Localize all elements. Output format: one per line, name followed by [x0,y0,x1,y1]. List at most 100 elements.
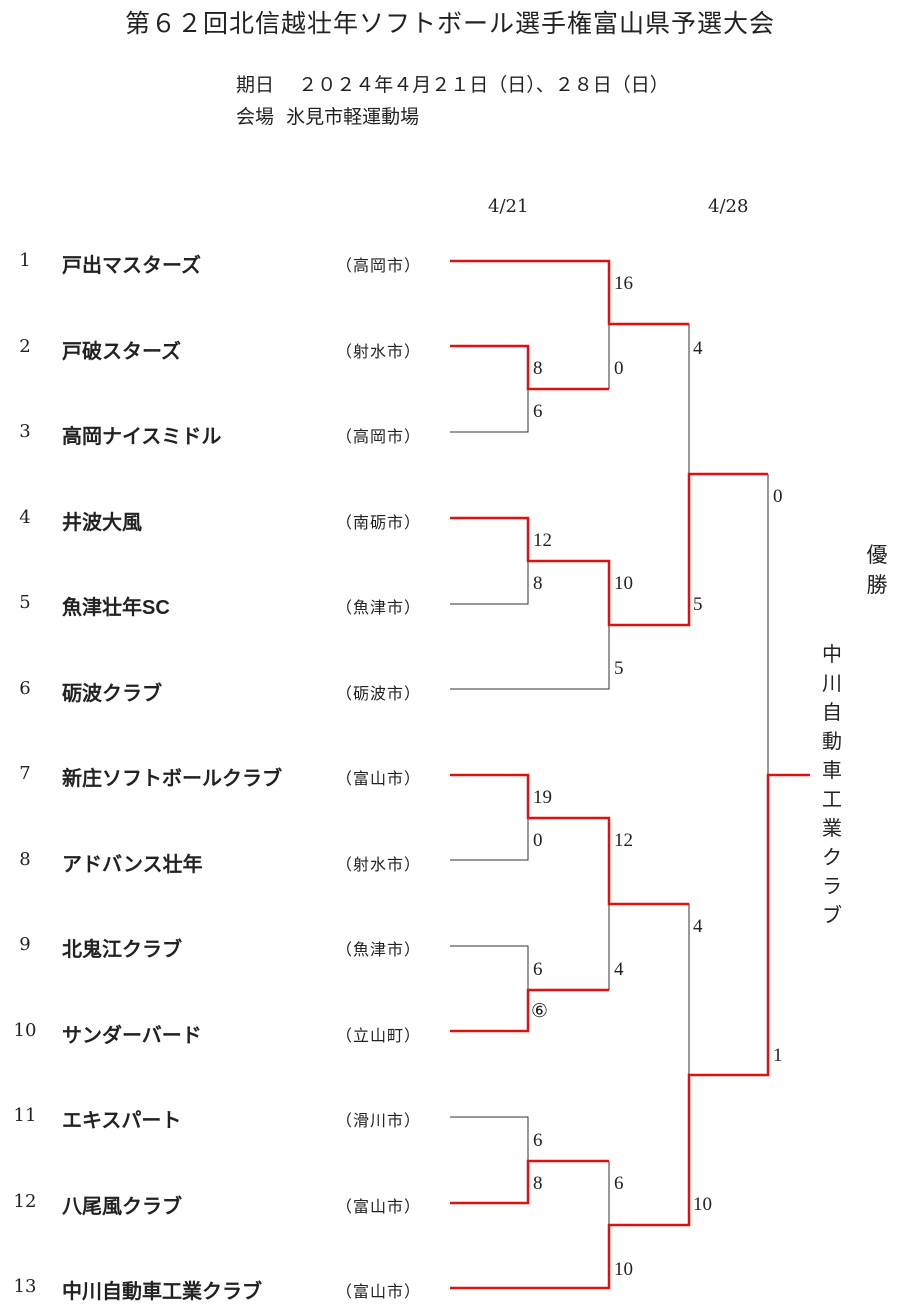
team-name: 戸破スターズ [62,341,181,363]
bracket-line [450,818,529,861]
bracket-line [450,561,529,605]
team-number: 6 [19,678,31,699]
venue-row: 会場 氷見市軽運動場 [236,102,419,129]
vertical-char: ブ [822,903,842,927]
score: 5 [693,594,703,615]
winner-path [450,344,609,391]
team-city: （射水市） [336,342,422,361]
team-name: 新庄ソフトボールクラブ [62,768,282,790]
score: 6 [533,1130,543,1151]
score: 0 [533,830,543,851]
score: 12 [533,530,552,551]
champion-team: 中川自動車工業クラブ [818,640,846,930]
score: ⑥ [531,1001,549,1022]
score: 4 [614,959,624,980]
team-name: エキスパート [62,1110,182,1132]
score: 8 [533,573,543,594]
team-name: 戸出マスターズ [62,255,201,277]
team-number: 1 [19,250,31,271]
round2-date: 4/28 [708,196,749,217]
bracket-line [450,625,610,690]
team-name: 八尾風クラブ [62,1196,182,1218]
team-city: （魚津市） [336,940,422,959]
score: 10 [614,1259,633,1280]
bracket-line [609,903,690,1075]
team-name: 井波大風 [62,512,142,534]
team-number: 12 [13,1191,37,1212]
team-name: 北鬼江クラブ [62,939,182,961]
score: 6 [533,959,543,980]
score: 0 [614,358,624,379]
round1-date: 4/21 [488,196,529,217]
score: 4 [693,916,703,937]
score: 16 [614,273,633,294]
team-name: 魚津壮年SC [62,597,170,619]
date-label: 期日 [236,74,275,96]
bracket-lines-winner [450,259,810,1290]
team-name: 砺波クラブ [62,683,162,705]
vertical-char: 勝 [866,573,888,597]
team-number: 13 [13,1276,37,1297]
team-number: 9 [19,934,31,955]
team-number: 11 [13,1105,37,1126]
bracket-line [450,389,529,433]
score: 1 [773,1045,783,1066]
score: 5 [614,658,624,679]
vertical-char: 車 [822,758,842,782]
winner-path [450,988,609,1033]
score: 12 [614,830,633,851]
team-city: （魚津市） [336,598,422,617]
venue-value: 氷見市軽運動場 [286,106,420,128]
winner-path [450,259,689,326]
team-city: （高岡市） [336,427,422,446]
team-number: 8 [19,849,31,870]
date-value: ２０２４年４月２１日（日）、２８日（日） [298,74,669,96]
bracket-line [609,323,690,474]
team-name: 高岡ナイスミドル [62,426,222,448]
bracket-line [450,1116,529,1161]
team-city: （富山市） [336,1197,422,1216]
score: 8 [533,358,543,379]
team-number: 5 [19,592,31,613]
date-row: 期日 ２０２４年４月２１日（日）、２８日（日） [236,70,669,97]
score: 19 [533,787,552,808]
vertical-char: ク [822,845,842,869]
score: 0 [773,486,783,507]
winner-path [450,1159,609,1205]
team-number: 3 [19,421,31,442]
score: 8 [533,1173,543,1194]
team-number: 10 [13,1020,37,1041]
vertical-char: 自 [822,700,842,724]
team-city: （富山市） [336,1282,422,1301]
team-city: （砺波市） [336,684,422,703]
vertical-char: 動 [822,729,842,753]
winner-path [450,472,768,627]
team-name: サンダーバード [62,1025,202,1047]
team-city: （立山町） [336,1026,422,1045]
team-city: （富山市） [336,769,422,788]
score: 10 [614,573,633,594]
vertical-char: 中 [822,642,842,666]
winner-path [450,773,810,1290]
page-title: 第６２回北信越壮年ソフトボール選手権富山県予選大会 [124,9,775,38]
team-number: 7 [19,763,31,784]
vertical-char: 優 [866,543,888,567]
team-name: 中川自動車工業クラブ [62,1281,262,1303]
vertical-char: 工 [822,787,842,811]
team-city: （高岡市） [336,256,422,275]
score: 10 [693,1194,712,1215]
score: 6 [533,401,543,422]
bracket-line [450,945,529,990]
vertical-char: 業 [822,816,842,840]
winner-path [450,773,689,906]
bracket-lines-loser [450,323,769,1225]
team-number: 4 [19,507,31,528]
vertical-char: 川 [822,671,842,695]
team-name: アドバンス壮年 [62,854,203,876]
vertical-char: ラ [822,874,842,898]
team-city: （南砺市） [336,513,422,532]
team-city: （滑川市） [336,1111,422,1130]
team-number: 2 [19,336,31,357]
score: 4 [693,338,703,359]
